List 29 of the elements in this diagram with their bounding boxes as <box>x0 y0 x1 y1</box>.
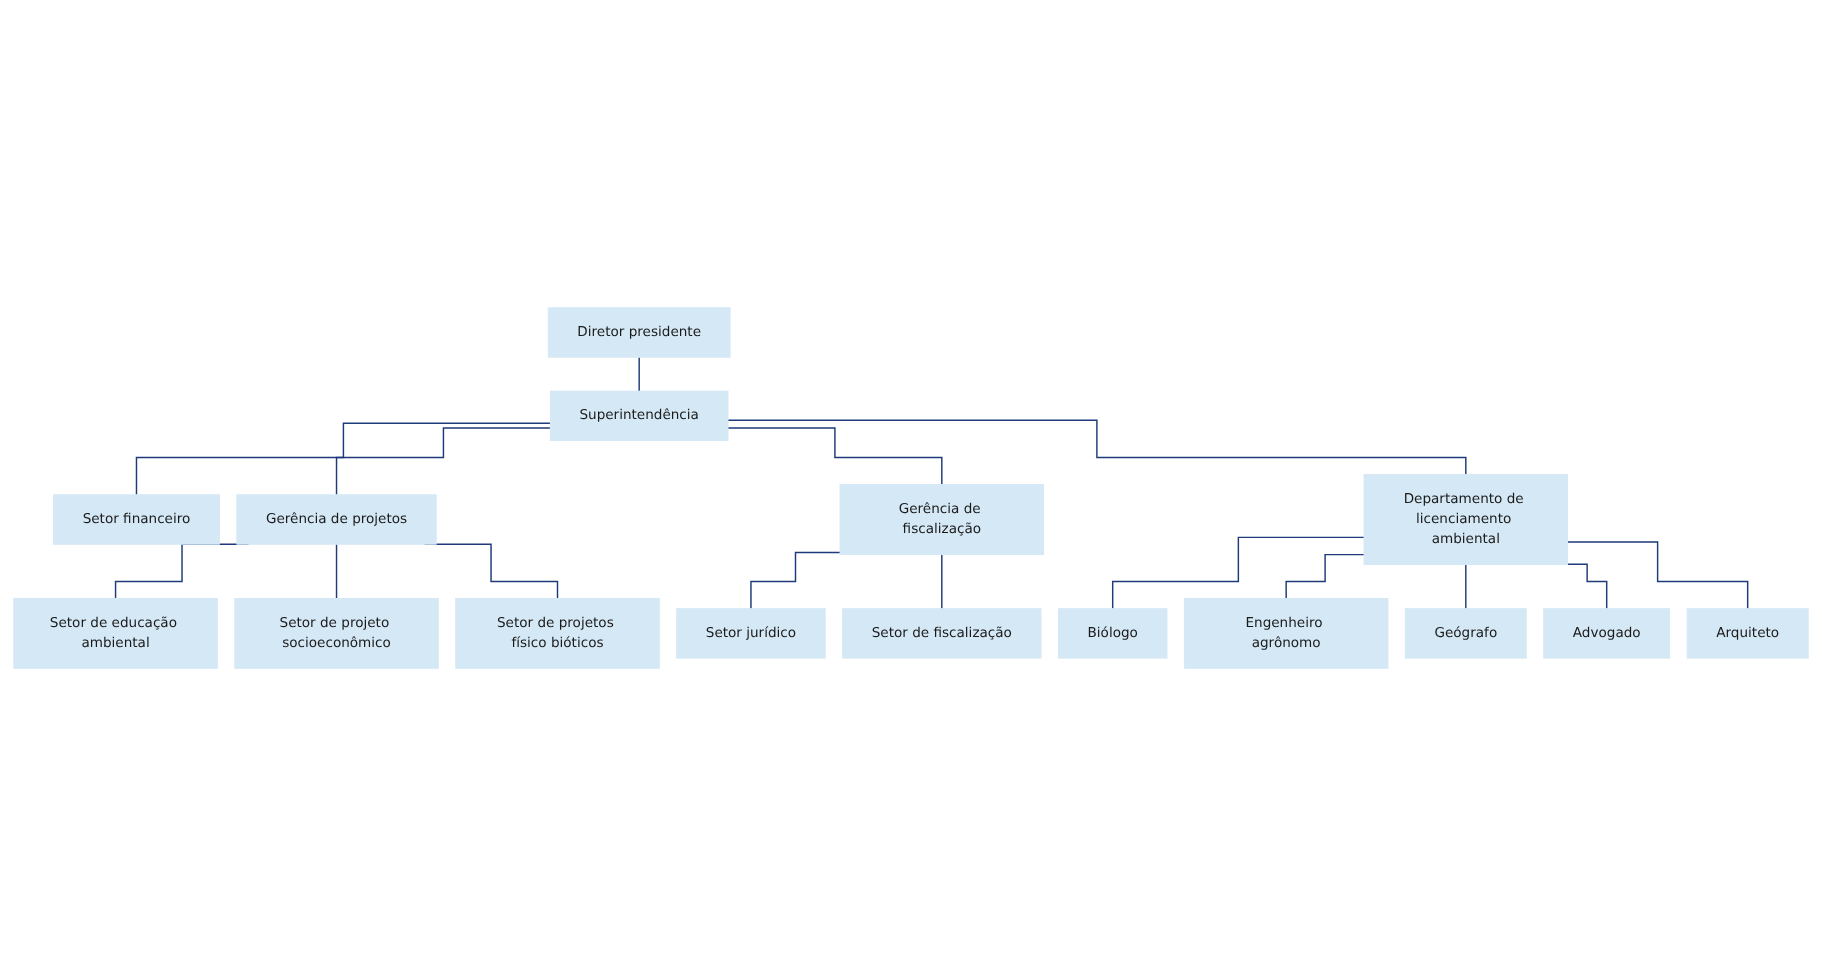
connector <box>727 427 943 486</box>
connector <box>638 356 640 392</box>
connector <box>335 543 338 600</box>
connector <box>727 419 1467 476</box>
node-box <box>1183 598 1389 669</box>
node-box <box>549 390 729 441</box>
connector <box>1566 563 1608 610</box>
node-box <box>1543 608 1671 659</box>
connector <box>1465 563 1467 610</box>
node-box <box>234 598 439 669</box>
node-box <box>839 484 1045 555</box>
node-box <box>53 494 220 545</box>
node-box <box>236 494 437 545</box>
node-box <box>455 598 660 669</box>
node-box <box>13 598 218 669</box>
connector <box>135 422 552 496</box>
node-box <box>1057 608 1168 659</box>
connector <box>1111 536 1365 610</box>
connector <box>941 553 943 610</box>
connector <box>1285 553 1365 600</box>
connector <box>1566 541 1749 610</box>
node-box <box>547 307 731 358</box>
connector <box>335 427 552 496</box>
node-box <box>842 608 1042 659</box>
node-box <box>1404 608 1527 659</box>
node-box <box>1363 473 1569 566</box>
node-box <box>1686 608 1809 659</box>
node-box <box>676 608 826 659</box>
connector <box>750 551 841 610</box>
